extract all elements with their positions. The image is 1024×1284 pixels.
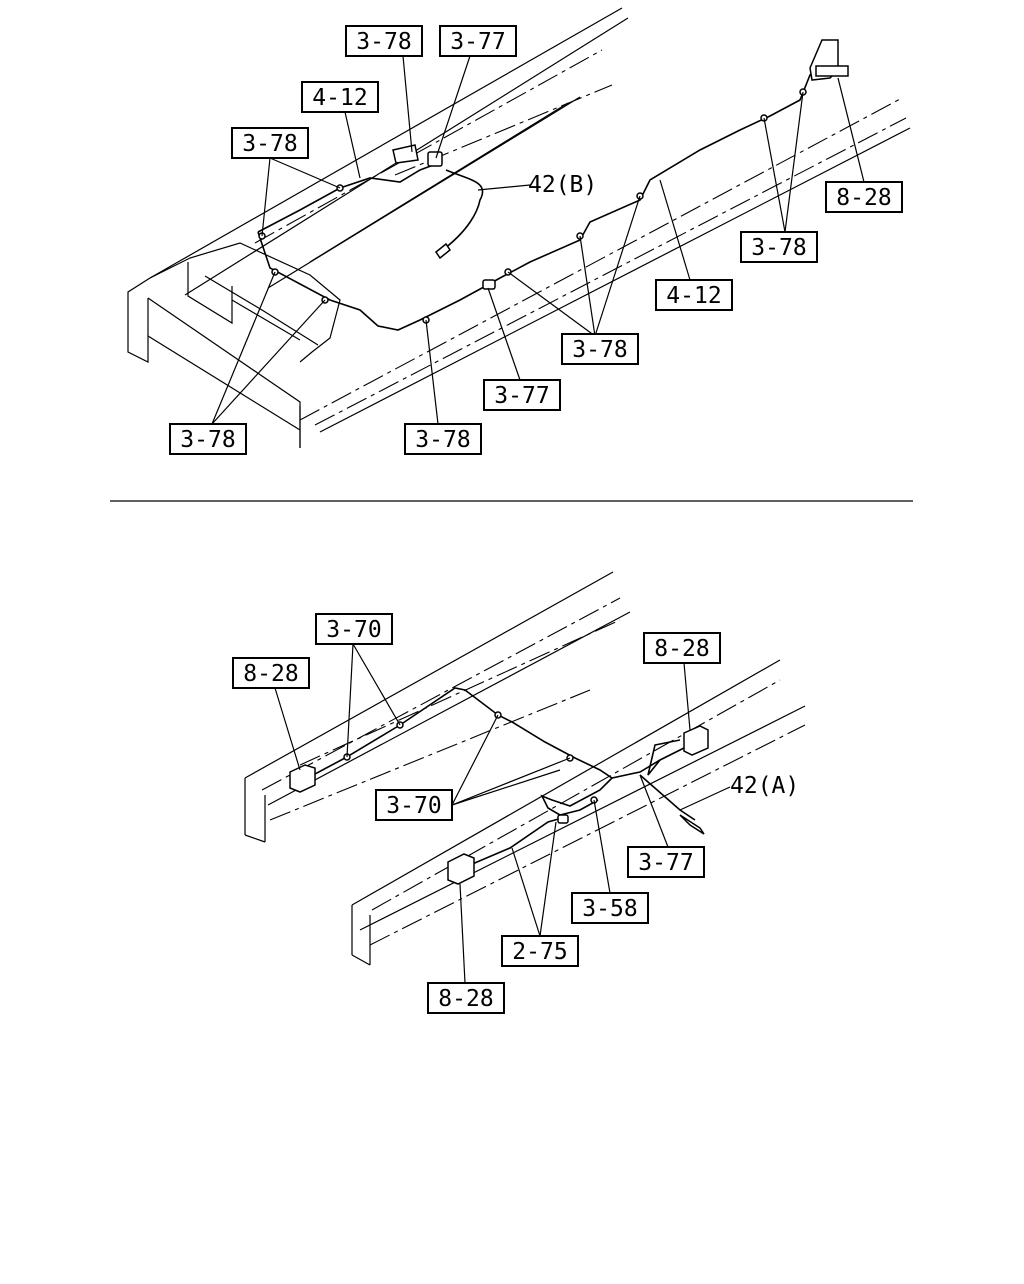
callout-3-78: 3-78 [231,127,309,159]
callout-3-70: 3-70 [315,613,393,645]
callout-3-70: 3-70 [375,789,453,821]
callout-8-28: 8-28 [427,982,505,1014]
top-leaders [211,55,865,425]
callout-label: 3-78 [415,427,470,453]
callout-label: 3-78 [572,337,627,363]
bottom-view: 3-70 8-28 8-28 42(A) 3-70 3-77 [232,571,806,1014]
callout-3-78: 3-78 [740,231,818,263]
callout-3-78: 3-78 [345,25,423,57]
bottom-frame-rails [244,571,806,966]
callout-label: 4-12 [666,283,721,309]
callout-3-58: 3-58 [571,892,649,924]
callout-8-28: 8-28 [643,632,721,664]
callout-label: 3-78 [242,131,297,157]
bottom-callouts: 3-70 8-28 8-28 42(A) 3-70 3-77 [232,613,799,1014]
callout-label: 3-70 [326,617,381,643]
callout-label: 8-28 [243,661,298,687]
callout-label: 3-77 [450,29,505,55]
callout-label: 3-78 [356,29,411,55]
top-view: 3-78 3-77 4-12 3-78 42(B) 8-28 [127,7,911,455]
callout-3-77: 3-77 [439,25,517,57]
top-callouts: 3-78 3-77 4-12 3-78 42(B) 8-28 [169,25,903,455]
bottom-modules [289,725,709,885]
callout-label: 3-78 [180,427,235,453]
callout-label: 3-70 [386,793,441,819]
top-harness [257,59,829,331]
callout-label: 42(A) [730,773,799,799]
callout-label: 42(B) [528,172,597,198]
callout-42a: 42(A) [730,773,799,799]
callout-label: 3-78 [751,235,806,261]
top-crossmember [127,242,341,448]
bottom-leaders [274,643,731,984]
callout-label: 8-28 [654,636,709,662]
callout-label: 8-28 [438,986,493,1012]
callout-label: 8-28 [836,185,891,211]
callout-4-12: 4-12 [301,81,379,113]
callout-label: 3-58 [582,896,637,922]
top-frame-rails [149,7,911,448]
callout-4-12: 4-12 [655,279,733,311]
callout-label: 3-77 [494,383,549,409]
callout-3-77: 3-77 [627,846,705,878]
callout-label: 2-75 [512,939,567,965]
callout-8-28: 8-28 [232,657,310,689]
callout-2-75: 2-75 [501,935,579,967]
callout-8-28: 8-28 [825,181,903,213]
callout-label: 4-12 [312,85,367,111]
callout-3-78: 3-78 [169,423,247,455]
callout-42b: 42(B) [528,172,597,198]
callout-3-78: 3-78 [561,333,639,365]
callout-3-77: 3-77 [483,379,561,411]
callout-3-78: 3-78 [404,423,482,455]
top-clips [258,88,807,324]
callout-label: 3-77 [638,850,693,876]
